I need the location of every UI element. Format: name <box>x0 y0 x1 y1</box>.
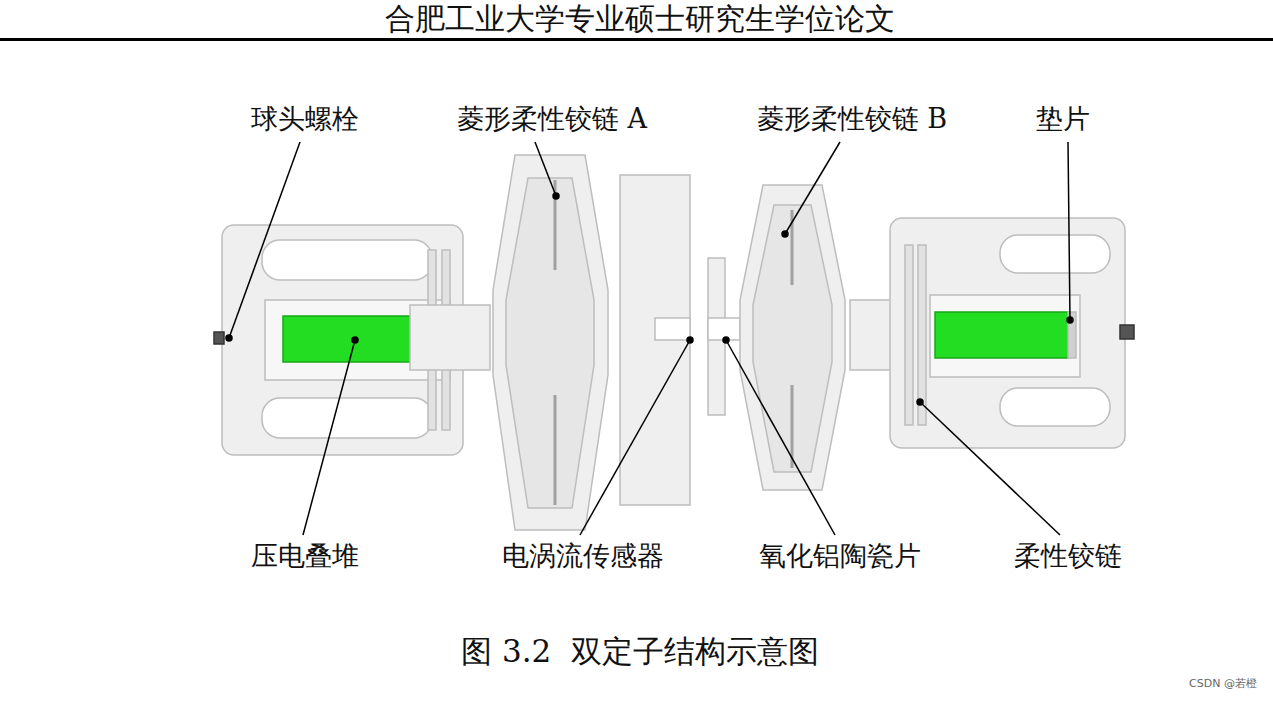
eddy-sensor <box>655 318 690 340</box>
leader-dot <box>226 335 232 341</box>
leader-line <box>229 142 300 338</box>
header-line <box>0 38 1273 41</box>
leader-line <box>303 340 355 535</box>
rhombus-hinge <box>493 155 608 530</box>
watermark: CSDN @若橙 <box>1189 678 1257 690</box>
leader-line <box>580 340 690 535</box>
leader-line <box>785 142 840 234</box>
leader-dot <box>782 231 788 237</box>
leader-dot <box>553 193 559 199</box>
ceramic-plate <box>708 318 740 340</box>
rhombus-hinge <box>740 185 845 490</box>
connector-block <box>410 305 490 370</box>
right-frame <box>890 218 1125 448</box>
leader-lines <box>226 142 1073 535</box>
shim <box>1068 312 1076 358</box>
leader-dot <box>1067 317 1073 323</box>
flexure-hinge <box>905 245 913 425</box>
part-name: 垫片 <box>1036 104 1090 134</box>
part-name: 电涡流传感器 <box>502 541 664 571</box>
leader-line <box>920 402 1060 535</box>
part-name: 菱形柔性铰链 A <box>457 104 647 134</box>
flexure-hinge <box>918 245 926 425</box>
ball-bolt <box>214 332 224 344</box>
frame-slot <box>262 240 432 280</box>
leader-dot <box>917 399 923 405</box>
leader-dot <box>352 337 358 343</box>
leader-line <box>726 340 835 535</box>
frame-slot <box>1000 235 1110 273</box>
part-name: 菱形柔性铰链 B <box>757 104 947 134</box>
leader-dot <box>687 337 693 343</box>
header-rule <box>0 38 1273 41</box>
sensor-plate <box>620 175 690 505</box>
frame-slot <box>262 398 432 438</box>
rhombus-face <box>753 205 832 472</box>
leader-line <box>1068 142 1070 320</box>
running-header: 合肥工业大学专业硕士研究生学位论文 <box>385 2 895 35</box>
rhombus-face <box>506 178 594 508</box>
frame-window <box>930 295 1080 377</box>
figure-caption: 图 3.2 双定子结构示意图 <box>461 634 819 668</box>
ball-bolt <box>1120 325 1134 339</box>
hinge-slot <box>554 395 557 505</box>
frame-slot <box>1000 388 1110 426</box>
piezo-stack <box>283 316 410 362</box>
part-name: 氧化铝陶瓷片 <box>759 541 921 571</box>
part-name: 压电叠堆 <box>251 541 359 571</box>
leader-dot <box>723 337 729 343</box>
leader-line <box>535 142 556 196</box>
part-name: 柔性铰链 <box>1014 541 1122 571</box>
piezo-stack <box>935 312 1068 358</box>
part-name: 球头螺栓 <box>251 104 359 134</box>
